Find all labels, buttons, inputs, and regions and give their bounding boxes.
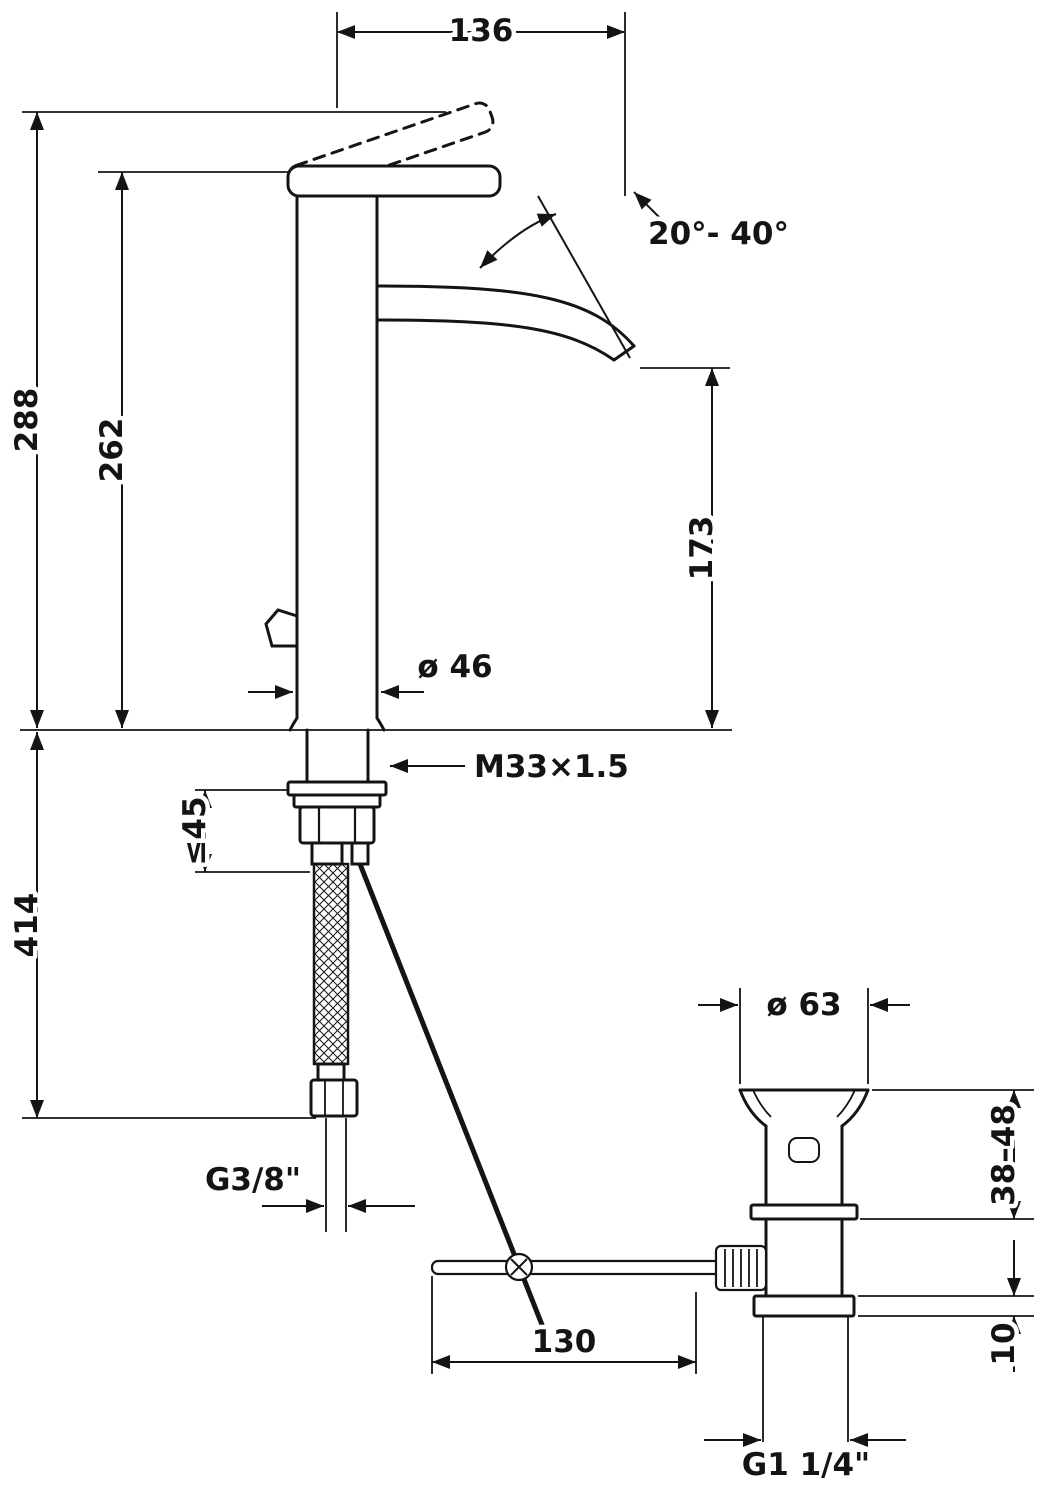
dim-body-height-label: 262 [94,418,130,483]
handle-angle-annotation [479,191,665,359]
dim-rod-offset-label: 130 [532,1324,597,1360]
pop-up-rod-assembly [357,863,724,1341]
washer [292,793,382,809]
dim-supply-connection-label: G3/8" [205,1162,301,1198]
dim-drain-diameter-label: ø 63 [766,987,841,1023]
spout [375,284,636,362]
dim-drain-height-label: 38–48 [986,1104,1022,1206]
drain-assembly [714,1088,870,1318]
dim-overall-height-label: 288 [9,388,45,453]
horizontal-lever-rod [430,1259,724,1276]
mounting-nut [298,805,376,845]
pop-up-knob [264,608,299,648]
hose-fitting [310,841,344,866]
drain-upper-flange [749,1203,859,1221]
dim-drain-thread-label: G1 1/4" [742,1447,870,1483]
handle-lever [286,164,502,198]
dim-flange-thickness-label: 10 [986,1322,1022,1365]
dim-mounting-thread-label: M33×1.5 [474,749,629,785]
dim-body-diameter-label: ø 46 [417,649,492,685]
dim-deck-thickness-label: ≤45 [177,796,213,865]
dim-outlet-height-label: 173 [684,516,720,581]
dim-hose-length-label: 414 [9,893,45,958]
drain-lower-flange [752,1294,856,1318]
washer [286,780,388,797]
faucet-drawing [264,101,870,1341]
rod-fitting [350,841,370,866]
faucet-body [295,194,379,720]
dim-handle-angle-label: 20°- 40° [648,216,789,252]
hose-nut [309,1078,359,1118]
dim-spout-projection-label: 136 [449,13,514,49]
mounting-shank [286,728,388,866]
supply-hose [309,862,359,1118]
extension-lines [20,12,1034,1442]
dimensions: 136 20°- 40° 288 262 173 ø 46 M33×1.5 ≤4… [5,9,1027,1488]
drain-slot [788,1137,820,1163]
